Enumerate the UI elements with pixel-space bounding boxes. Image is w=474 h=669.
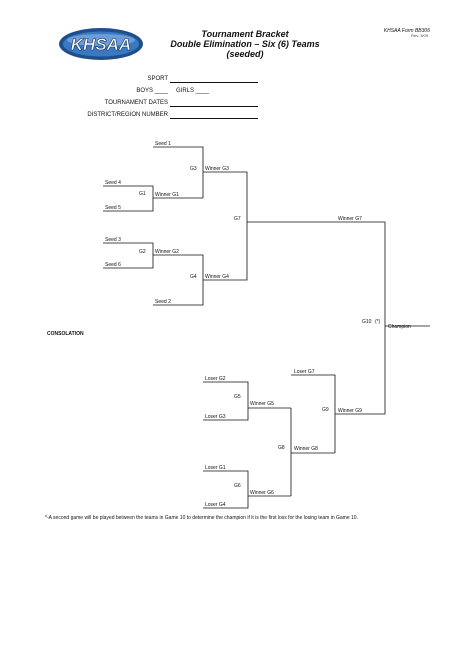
winner-g3-line bbox=[203, 171, 248, 222]
district-region-label: DISTRICT/REGION NUMBER bbox=[87, 112, 168, 118]
seed-6-label: Seed 6 bbox=[105, 262, 121, 268]
district-region-field[interactable] bbox=[170, 118, 258, 119]
girls-label: GIRLS ____ bbox=[176, 88, 210, 94]
game-g1-label: G1 bbox=[139, 191, 146, 197]
page-subtitle: Double Elimination – Six (6) Teams bbox=[170, 39, 320, 49]
game-g4-label: G4 bbox=[190, 274, 197, 280]
winner-g7-line bbox=[247, 221, 386, 326]
seed-5-label: Seed 5 bbox=[105, 205, 121, 211]
game-g5-label: G5 bbox=[234, 394, 241, 400]
winner-g9-line bbox=[335, 326, 386, 415]
winner-g1-label: Winner G1 bbox=[155, 192, 179, 198]
game-g8-label: G8 bbox=[278, 445, 285, 451]
g2-bracket bbox=[103, 242, 154, 269]
winner-g4-line bbox=[203, 222, 248, 281]
winner-g2-label: Winner G2 bbox=[155, 249, 179, 255]
loser-g7-label: Loser G7 bbox=[294, 369, 315, 375]
page-subtitle-seeded: (seeded) bbox=[226, 49, 264, 59]
logo-text: KHSAA bbox=[71, 35, 131, 54]
sport-field[interactable] bbox=[170, 82, 258, 83]
winner-g4-label: Winner G4 bbox=[205, 274, 229, 280]
g5-bracket bbox=[203, 381, 249, 421]
form-number: KHSAA Form BB306 bbox=[383, 28, 430, 34]
loser-g2-label: Loser G2 bbox=[205, 376, 226, 382]
g6-bracket bbox=[203, 470, 249, 509]
champion-label: Champion bbox=[388, 324, 411, 330]
game-g6-label: G6 bbox=[234, 483, 241, 489]
loser-g4-label: Loser G4 bbox=[205, 502, 226, 508]
g1-bracket bbox=[103, 185, 154, 212]
seed-3-label: Seed 3 bbox=[105, 237, 121, 243]
seed1-line bbox=[153, 146, 204, 172]
sport-label: SPORT bbox=[147, 76, 168, 82]
seed-4-label: Seed 4 bbox=[105, 180, 121, 186]
footnote: *-A second game will be played between t… bbox=[45, 515, 358, 521]
game-g10-note: (*) bbox=[375, 319, 381, 325]
winner-g7-label: Winner G7 bbox=[338, 216, 362, 222]
loser-g1-label: Loser G1 bbox=[205, 465, 226, 471]
seed-2-label: Seed 2 bbox=[155, 299, 171, 305]
winner-g3-label: Winner G3 bbox=[205, 166, 229, 172]
game-g9-label: G9 bbox=[322, 407, 329, 413]
g4-bracket bbox=[153, 254, 204, 306]
game-g3-label: G3 bbox=[190, 166, 197, 172]
winner-g5-label: Winner G5 bbox=[250, 401, 274, 407]
game-g2-label: G2 bbox=[139, 249, 146, 255]
page-title: Tournament Bracket bbox=[201, 29, 289, 39]
winner-g8-label: Winner G8 bbox=[294, 446, 318, 452]
game-g10-label: G10 bbox=[362, 319, 372, 325]
khsaa-logo: KHSAA bbox=[59, 28, 143, 60]
consolation-heading: CONSOLATION bbox=[47, 331, 84, 337]
revision-label: Rev. 3/09 bbox=[411, 33, 428, 38]
boys-label: BOYS ____ bbox=[136, 88, 168, 94]
game-g7-label: G7 bbox=[234, 216, 241, 222]
seed-1-label: Seed 1 bbox=[155, 141, 171, 147]
winner-g9-label: Winner G9 bbox=[338, 408, 362, 414]
tournament-dates-field[interactable] bbox=[170, 106, 258, 107]
g9-bracket bbox=[291, 374, 336, 453]
tournament-dates-label: TOURNAMENT DATES bbox=[104, 100, 168, 106]
loser-g3-label: Loser G3 bbox=[205, 414, 226, 420]
winner-g6-label: Winner G6 bbox=[250, 490, 274, 496]
